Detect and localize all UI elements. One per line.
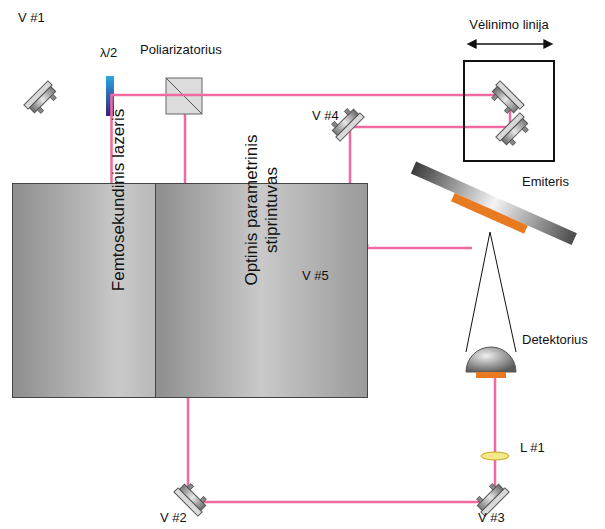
mirror-label: V #2 [160, 510, 187, 525]
emitter-label: Emiteris [522, 174, 569, 189]
box-title: Optinis parametrinis stiprintuvas [241, 109, 281, 310]
box-heading: Vėlinimo linija [465, 17, 553, 32]
lens-label: L #1 [520, 440, 545, 455]
mirror-label: V #4 [312, 108, 339, 123]
laser-beam [112, 95, 464, 183]
mirror-label: V #5 [302, 268, 329, 283]
detector-label: Detektorius [522, 332, 588, 347]
box-title: Femtosekundinis lazeris [108, 99, 128, 300]
mirror-label: V #1 [18, 10, 45, 25]
amplifier-box: Optinis parametrinis stiprintuvas [155, 183, 368, 398]
waveplate-label: λ/2 [100, 45, 117, 60]
polarizer-label: Poliarizatorius [140, 42, 222, 57]
delay-line-box: Vėlinimo linija [463, 60, 555, 162]
mirror-label: V #3 [478, 510, 505, 525]
